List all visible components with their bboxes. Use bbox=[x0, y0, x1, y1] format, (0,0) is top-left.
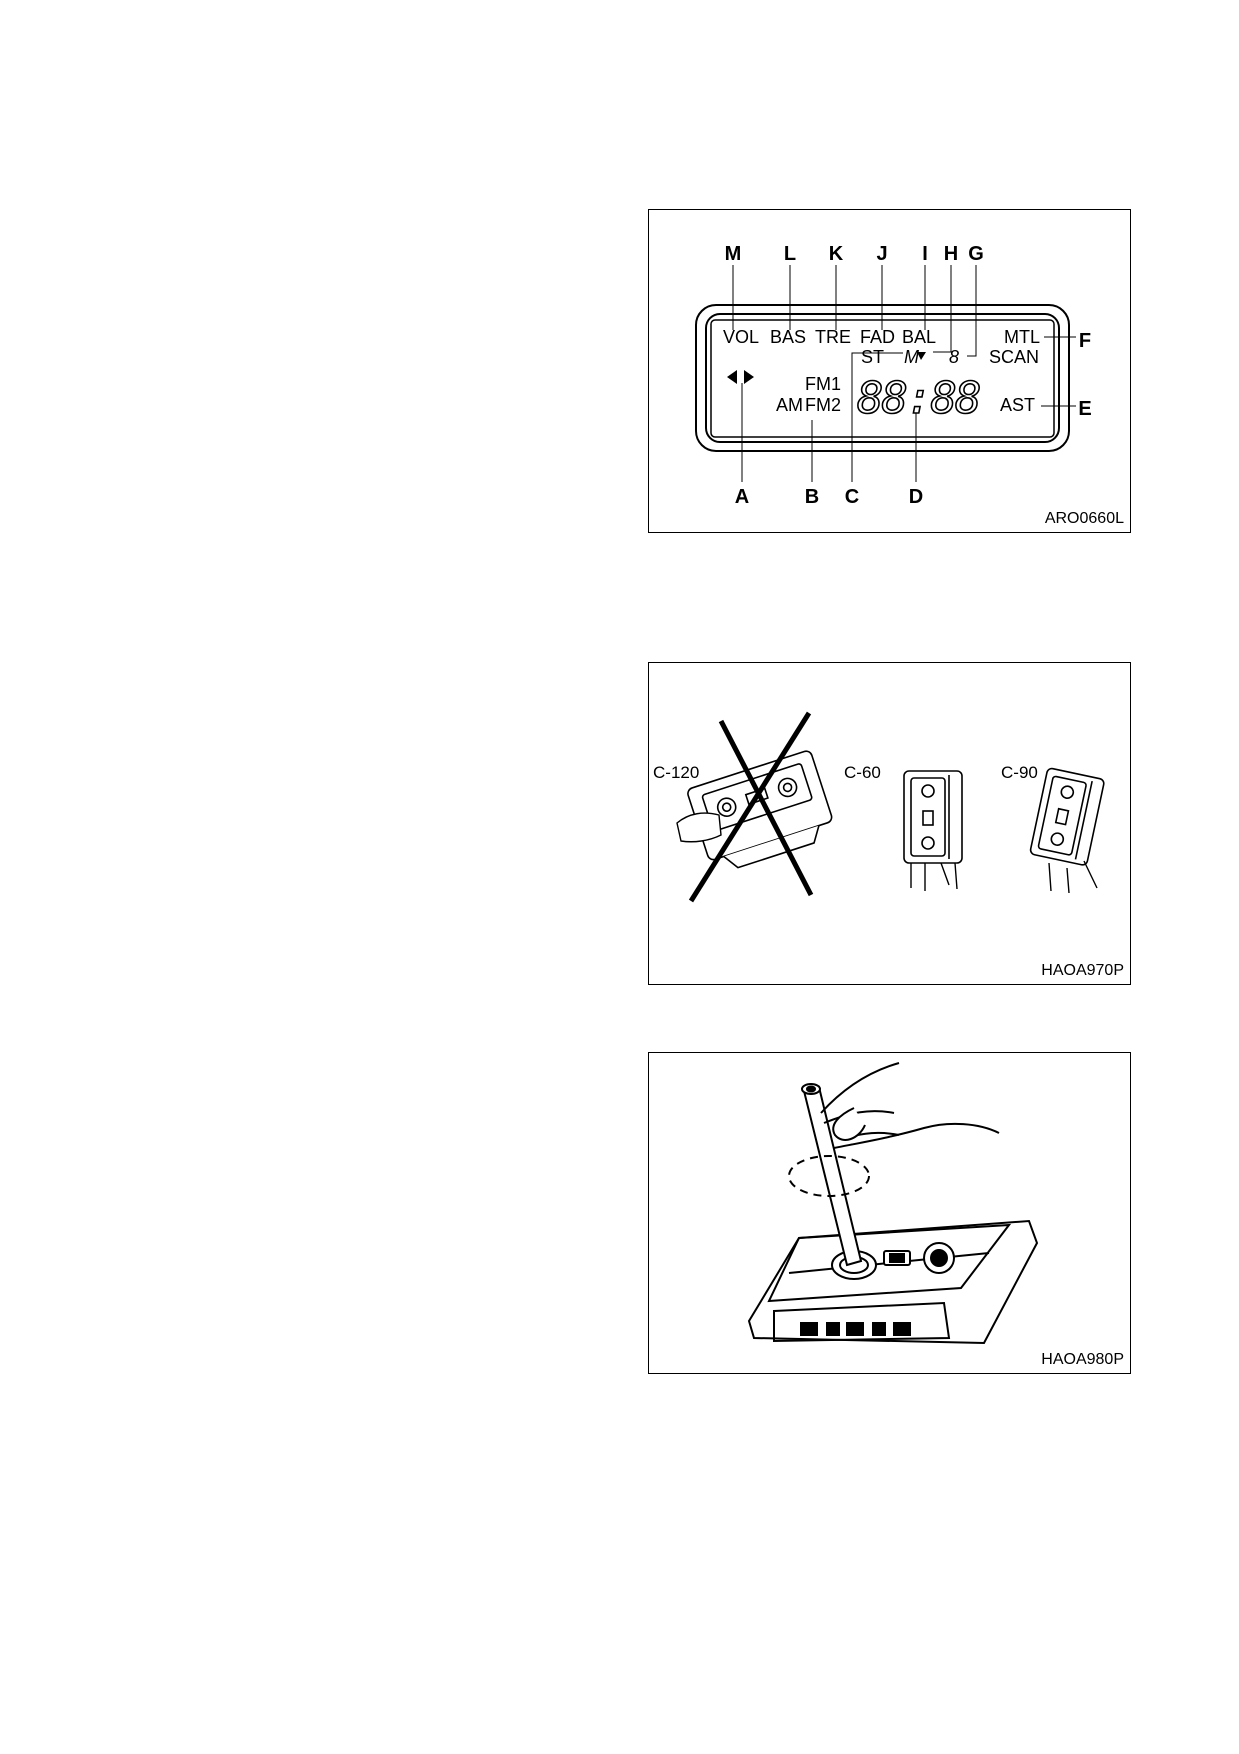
lcd-mtl: MTL bbox=[1004, 327, 1040, 347]
pencil-rewind-figure: HAOA980P bbox=[648, 1052, 1131, 1374]
hand-c60 bbox=[910, 862, 958, 891]
lcd-display-diagram: M L K J I H G F E A B C D bbox=[695, 243, 1092, 508]
label-c60: C-60 bbox=[844, 763, 881, 782]
hand-c120 bbox=[676, 812, 722, 843]
lcd-clock-digits: 88:88 bbox=[857, 373, 980, 424]
c120-cassette bbox=[687, 750, 833, 869]
callout-k: K bbox=[829, 243, 844, 265]
lcd-fm2: FM2 bbox=[805, 395, 841, 415]
lcd-fm1: FM1 bbox=[805, 374, 841, 394]
cross-line-2 bbox=[688, 711, 812, 903]
callout-b: B bbox=[805, 486, 819, 508]
callout-d: D bbox=[909, 486, 923, 508]
cassette-body bbox=[747, 1219, 1039, 1345]
callout-l: L bbox=[784, 243, 796, 265]
callout-c: C bbox=[845, 486, 859, 508]
label-c120: C-120 bbox=[653, 763, 699, 782]
hand-holding-pencil bbox=[820, 1062, 1000, 1149]
left-arrow-icon bbox=[727, 370, 737, 384]
figure-code: HAOA970P bbox=[1041, 962, 1124, 979]
cross-line-1 bbox=[718, 719, 814, 897]
callout-e: E bbox=[1078, 398, 1091, 420]
highlight-dashed-ellipse bbox=[788, 1155, 870, 1197]
callout-f: F bbox=[1079, 330, 1091, 352]
hand-c90 bbox=[1048, 860, 1098, 894]
lcd-am: AM bbox=[776, 395, 803, 415]
cassette-length-figure: C-120 C-60 C-90 bbox=[648, 662, 1131, 985]
lcd-display-figure: M L K J I H G F E A B C D bbox=[648, 209, 1131, 533]
lcd-fad: FAD bbox=[860, 327, 895, 347]
pencil-rewind-illustration bbox=[747, 1062, 1039, 1345]
right-arrow-icon bbox=[744, 370, 754, 384]
lcd-tre: TRE bbox=[815, 327, 851, 347]
callout-h: H bbox=[944, 243, 958, 265]
label-c90: C-90 bbox=[1001, 763, 1038, 782]
lcd-scan: SCAN bbox=[989, 347, 1039, 367]
callout-i: I bbox=[922, 243, 928, 265]
leader-lines bbox=[732, 265, 1076, 482]
lcd-m: M bbox=[904, 347, 919, 367]
figure-code: ARO0660L bbox=[1044, 510, 1124, 527]
lcd-ast: AST bbox=[1000, 395, 1035, 415]
lcd-tape-direction-icon bbox=[917, 352, 926, 360]
callout-a: A bbox=[735, 486, 749, 508]
callout-g: G bbox=[968, 243, 984, 265]
callout-m: M bbox=[725, 243, 742, 265]
lcd-bal: BAL bbox=[902, 327, 936, 347]
lcd-vol: VOL bbox=[723, 327, 759, 347]
lcd-bas: BAS bbox=[770, 327, 806, 347]
pencil bbox=[801, 1083, 863, 1267]
cassette-length-illustration: C-120 C-60 C-90 bbox=[653, 711, 1105, 903]
figure-code: HAOA980P bbox=[1041, 1351, 1124, 1368]
lcd-st: ST bbox=[861, 347, 884, 367]
fingertip bbox=[832, 1107, 866, 1141]
c60-cassette bbox=[903, 770, 963, 864]
c90-cassette bbox=[1029, 767, 1105, 866]
lcd-small-digit: 8 bbox=[949, 347, 959, 367]
callout-j: J bbox=[876, 243, 887, 265]
